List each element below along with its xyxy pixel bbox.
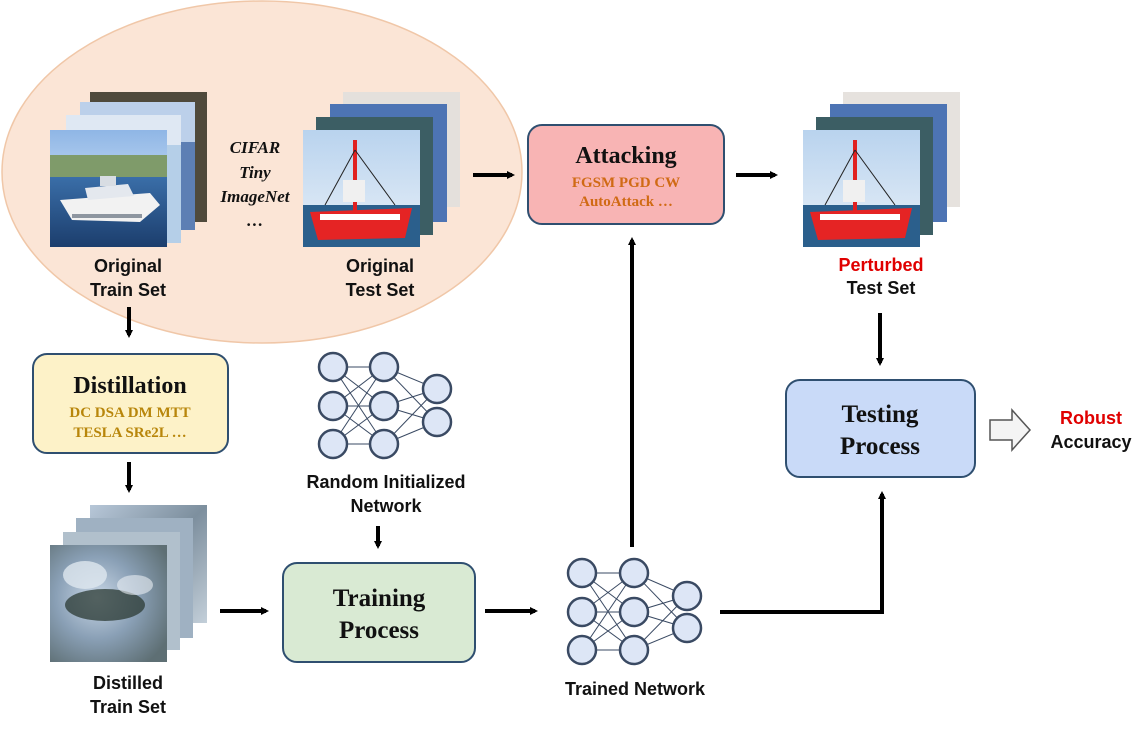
perturbed-lightship-photo xyxy=(803,130,920,247)
attacking-box xyxy=(527,124,725,225)
attacking-title: Attacking xyxy=(575,143,676,169)
result-arrow-icon xyxy=(989,408,1032,452)
arrow-trained-to-testing xyxy=(720,491,886,614)
dataset-name-cifar: CIFAR xyxy=(230,138,280,157)
training-title-line2: Process xyxy=(339,617,419,644)
random-network-nodes xyxy=(317,351,453,460)
dataset-name-ellipsis: … xyxy=(247,211,264,230)
distillation-box xyxy=(32,353,229,454)
accuracy-label: Accuracy xyxy=(1050,432,1131,452)
distillation-methods-line2: TESLA SRe2L … xyxy=(73,425,186,441)
lightship-photo xyxy=(303,130,420,247)
training-process-box xyxy=(282,562,476,663)
perturbed-label-line2: Test Set xyxy=(847,278,916,298)
original-test-label-line1: Original xyxy=(346,256,414,276)
original-test-image-stack xyxy=(303,92,460,247)
perturbed-label-line1: Perturbed xyxy=(838,255,923,275)
training-title-line1: Training xyxy=(333,585,426,612)
testing-title-line1: Testing xyxy=(842,401,919,428)
original-train-label-line2: Train Set xyxy=(90,280,166,300)
distillation-methods-line1: DC DSA DM MTT xyxy=(69,405,190,421)
attacking-methods-line2: AutoAttack … xyxy=(579,194,673,210)
perturbed-test-image-stack xyxy=(803,92,960,247)
flow-arrows xyxy=(125,171,886,615)
original-train-label-line1: Original xyxy=(94,256,162,276)
testing-process-box xyxy=(785,379,976,478)
dataset-name-tiny: Tiny xyxy=(239,163,271,182)
robust-label: Robust xyxy=(1060,408,1122,428)
distilled-label-line1: Distilled xyxy=(93,673,163,693)
boat-photo xyxy=(50,130,167,247)
testing-title-line2: Process xyxy=(840,433,920,460)
random-network-label-line1: Random Initialized xyxy=(306,472,465,492)
attacking-methods-line1: FGSM PGD CW xyxy=(572,175,680,191)
dataset-name-imagenet: ImageNet xyxy=(220,187,291,206)
trained-network-label: Trained Network xyxy=(565,679,706,699)
original-test-label-line2: Test Set xyxy=(346,280,415,300)
original-data-ellipse xyxy=(1,0,523,344)
random-network-label-line2: Network xyxy=(350,496,422,516)
distilled-train-image-stack xyxy=(50,505,207,662)
original-train-image-stack xyxy=(50,92,207,247)
trained-network-nodes xyxy=(566,557,703,666)
distilled-label-line2: Train Set xyxy=(90,697,166,717)
distillation-title: Distillation xyxy=(73,373,186,399)
